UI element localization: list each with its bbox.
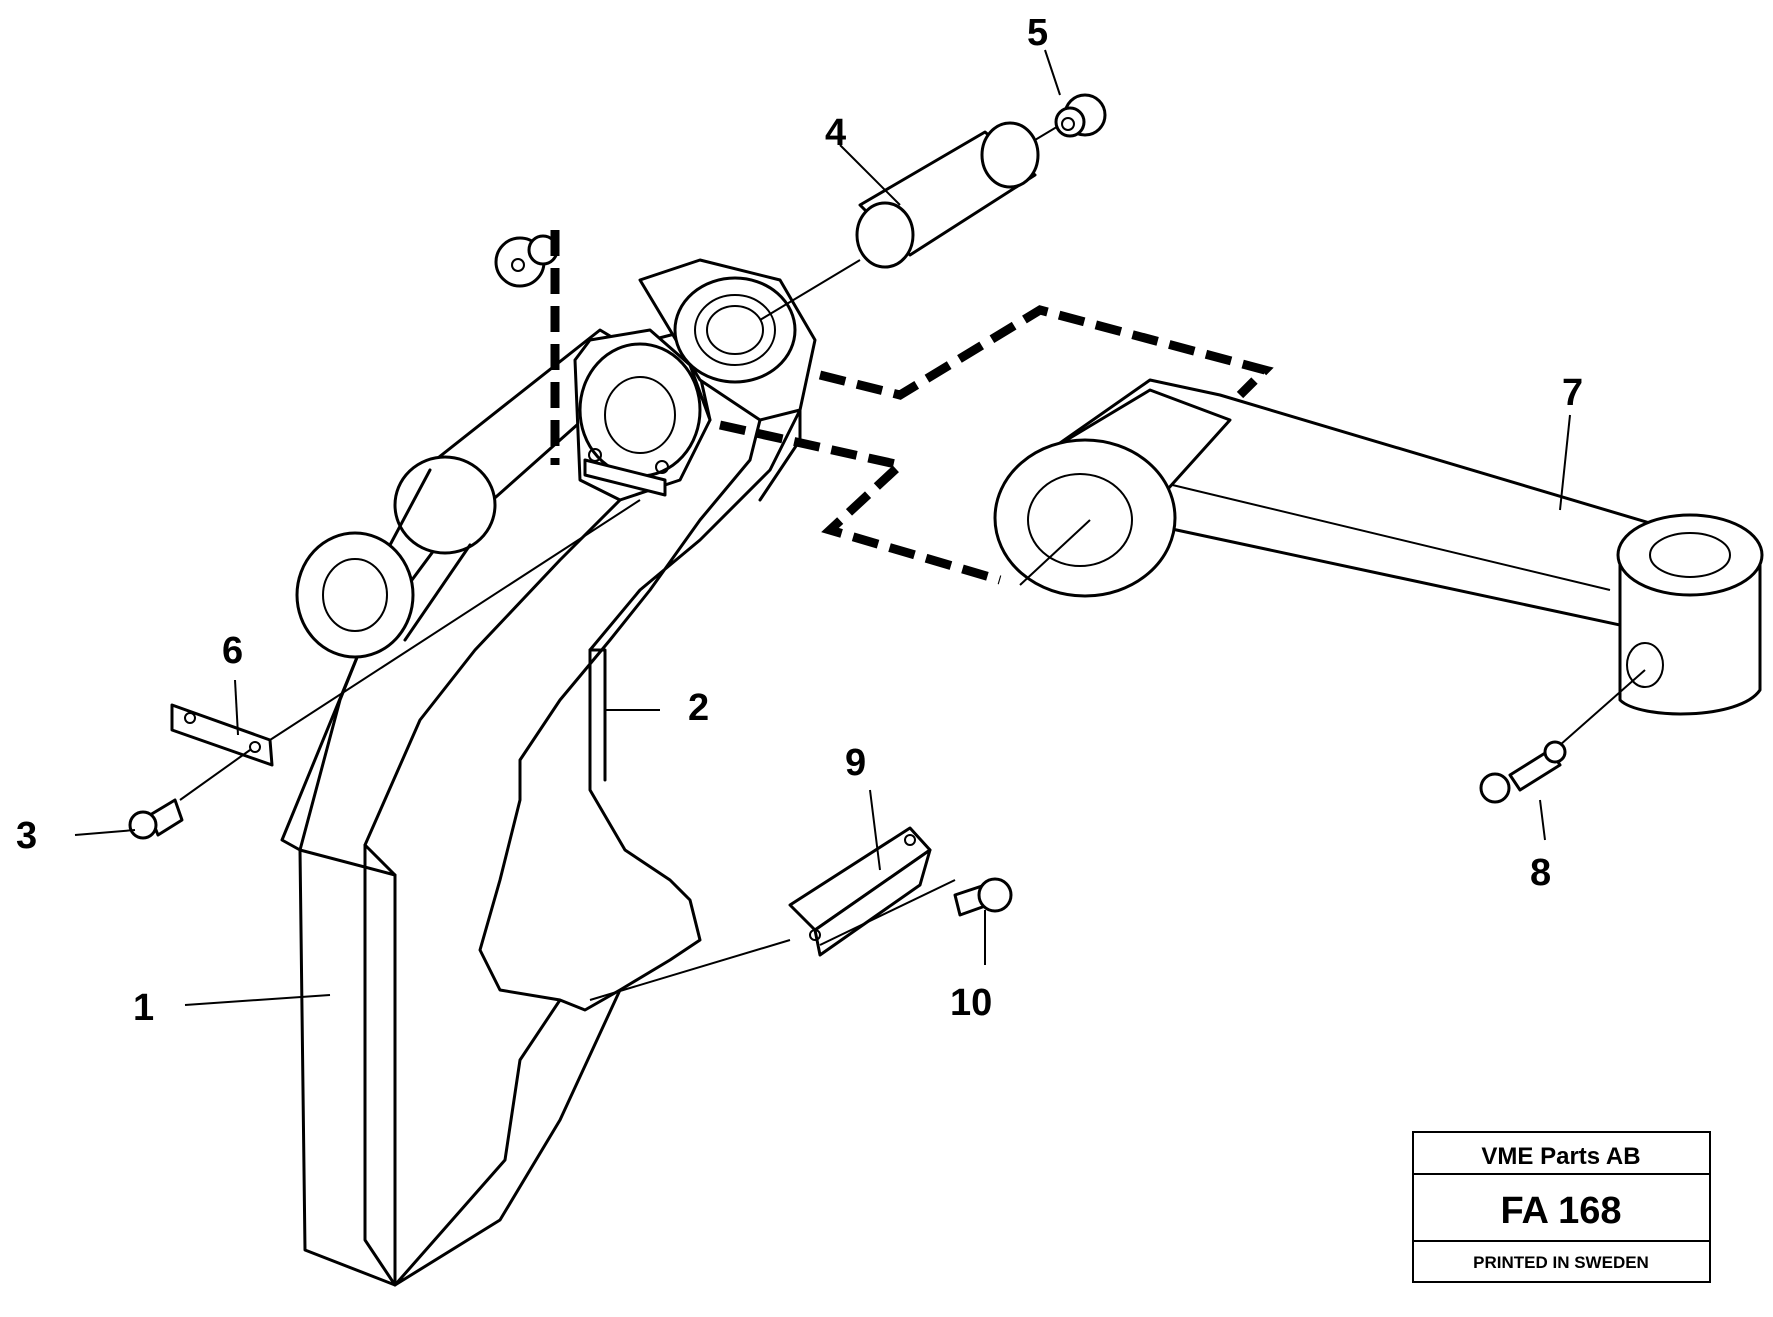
part-2-bracket bbox=[478, 328, 802, 1012]
callout-9: 9 bbox=[845, 742, 866, 784]
leader-lines bbox=[74, 49, 1571, 1006]
upper-eye-plates bbox=[573, 258, 817, 502]
title-block: VME Parts AB FA 168 PRINTED IN SWEDEN bbox=[1412, 1131, 1711, 1283]
callout-2: 2 bbox=[688, 687, 709, 729]
callouts: 1 2 3 4 5 6 7 8 9 10 bbox=[16, 12, 1583, 1029]
callout-7: 7 bbox=[1562, 372, 1583, 414]
part-3-bolt bbox=[128, 798, 184, 840]
part-4-pin bbox=[759, 121, 1061, 321]
callout-4: 4 bbox=[825, 112, 846, 154]
part-9-block bbox=[589, 826, 956, 1001]
callout-3: 3 bbox=[16, 815, 37, 857]
title-block-code: FA 168 bbox=[1500, 1190, 1621, 1232]
callout-10: 10 bbox=[950, 982, 992, 1024]
lock-plate bbox=[583, 448, 669, 497]
title-block-company: VME Parts AB bbox=[1481, 1143, 1640, 1170]
part-5-plug bbox=[1054, 93, 1107, 138]
dashed-connectors bbox=[550, 230, 1274, 585]
part-7-link-arm bbox=[993, 378, 1764, 716]
part-10-bolt bbox=[953, 877, 1013, 917]
title-block-printed: PRINTED IN SWEDEN bbox=[1473, 1253, 1649, 1272]
callout-8: 8 bbox=[1530, 852, 1551, 894]
callout-5: 5 bbox=[1027, 12, 1048, 54]
callout-1: 1 bbox=[133, 987, 154, 1029]
part-8-grease-nipple bbox=[1479, 669, 1646, 804]
left-plug bbox=[494, 234, 559, 288]
part-6-plate bbox=[170, 499, 641, 801]
callout-6: 6 bbox=[222, 630, 243, 672]
